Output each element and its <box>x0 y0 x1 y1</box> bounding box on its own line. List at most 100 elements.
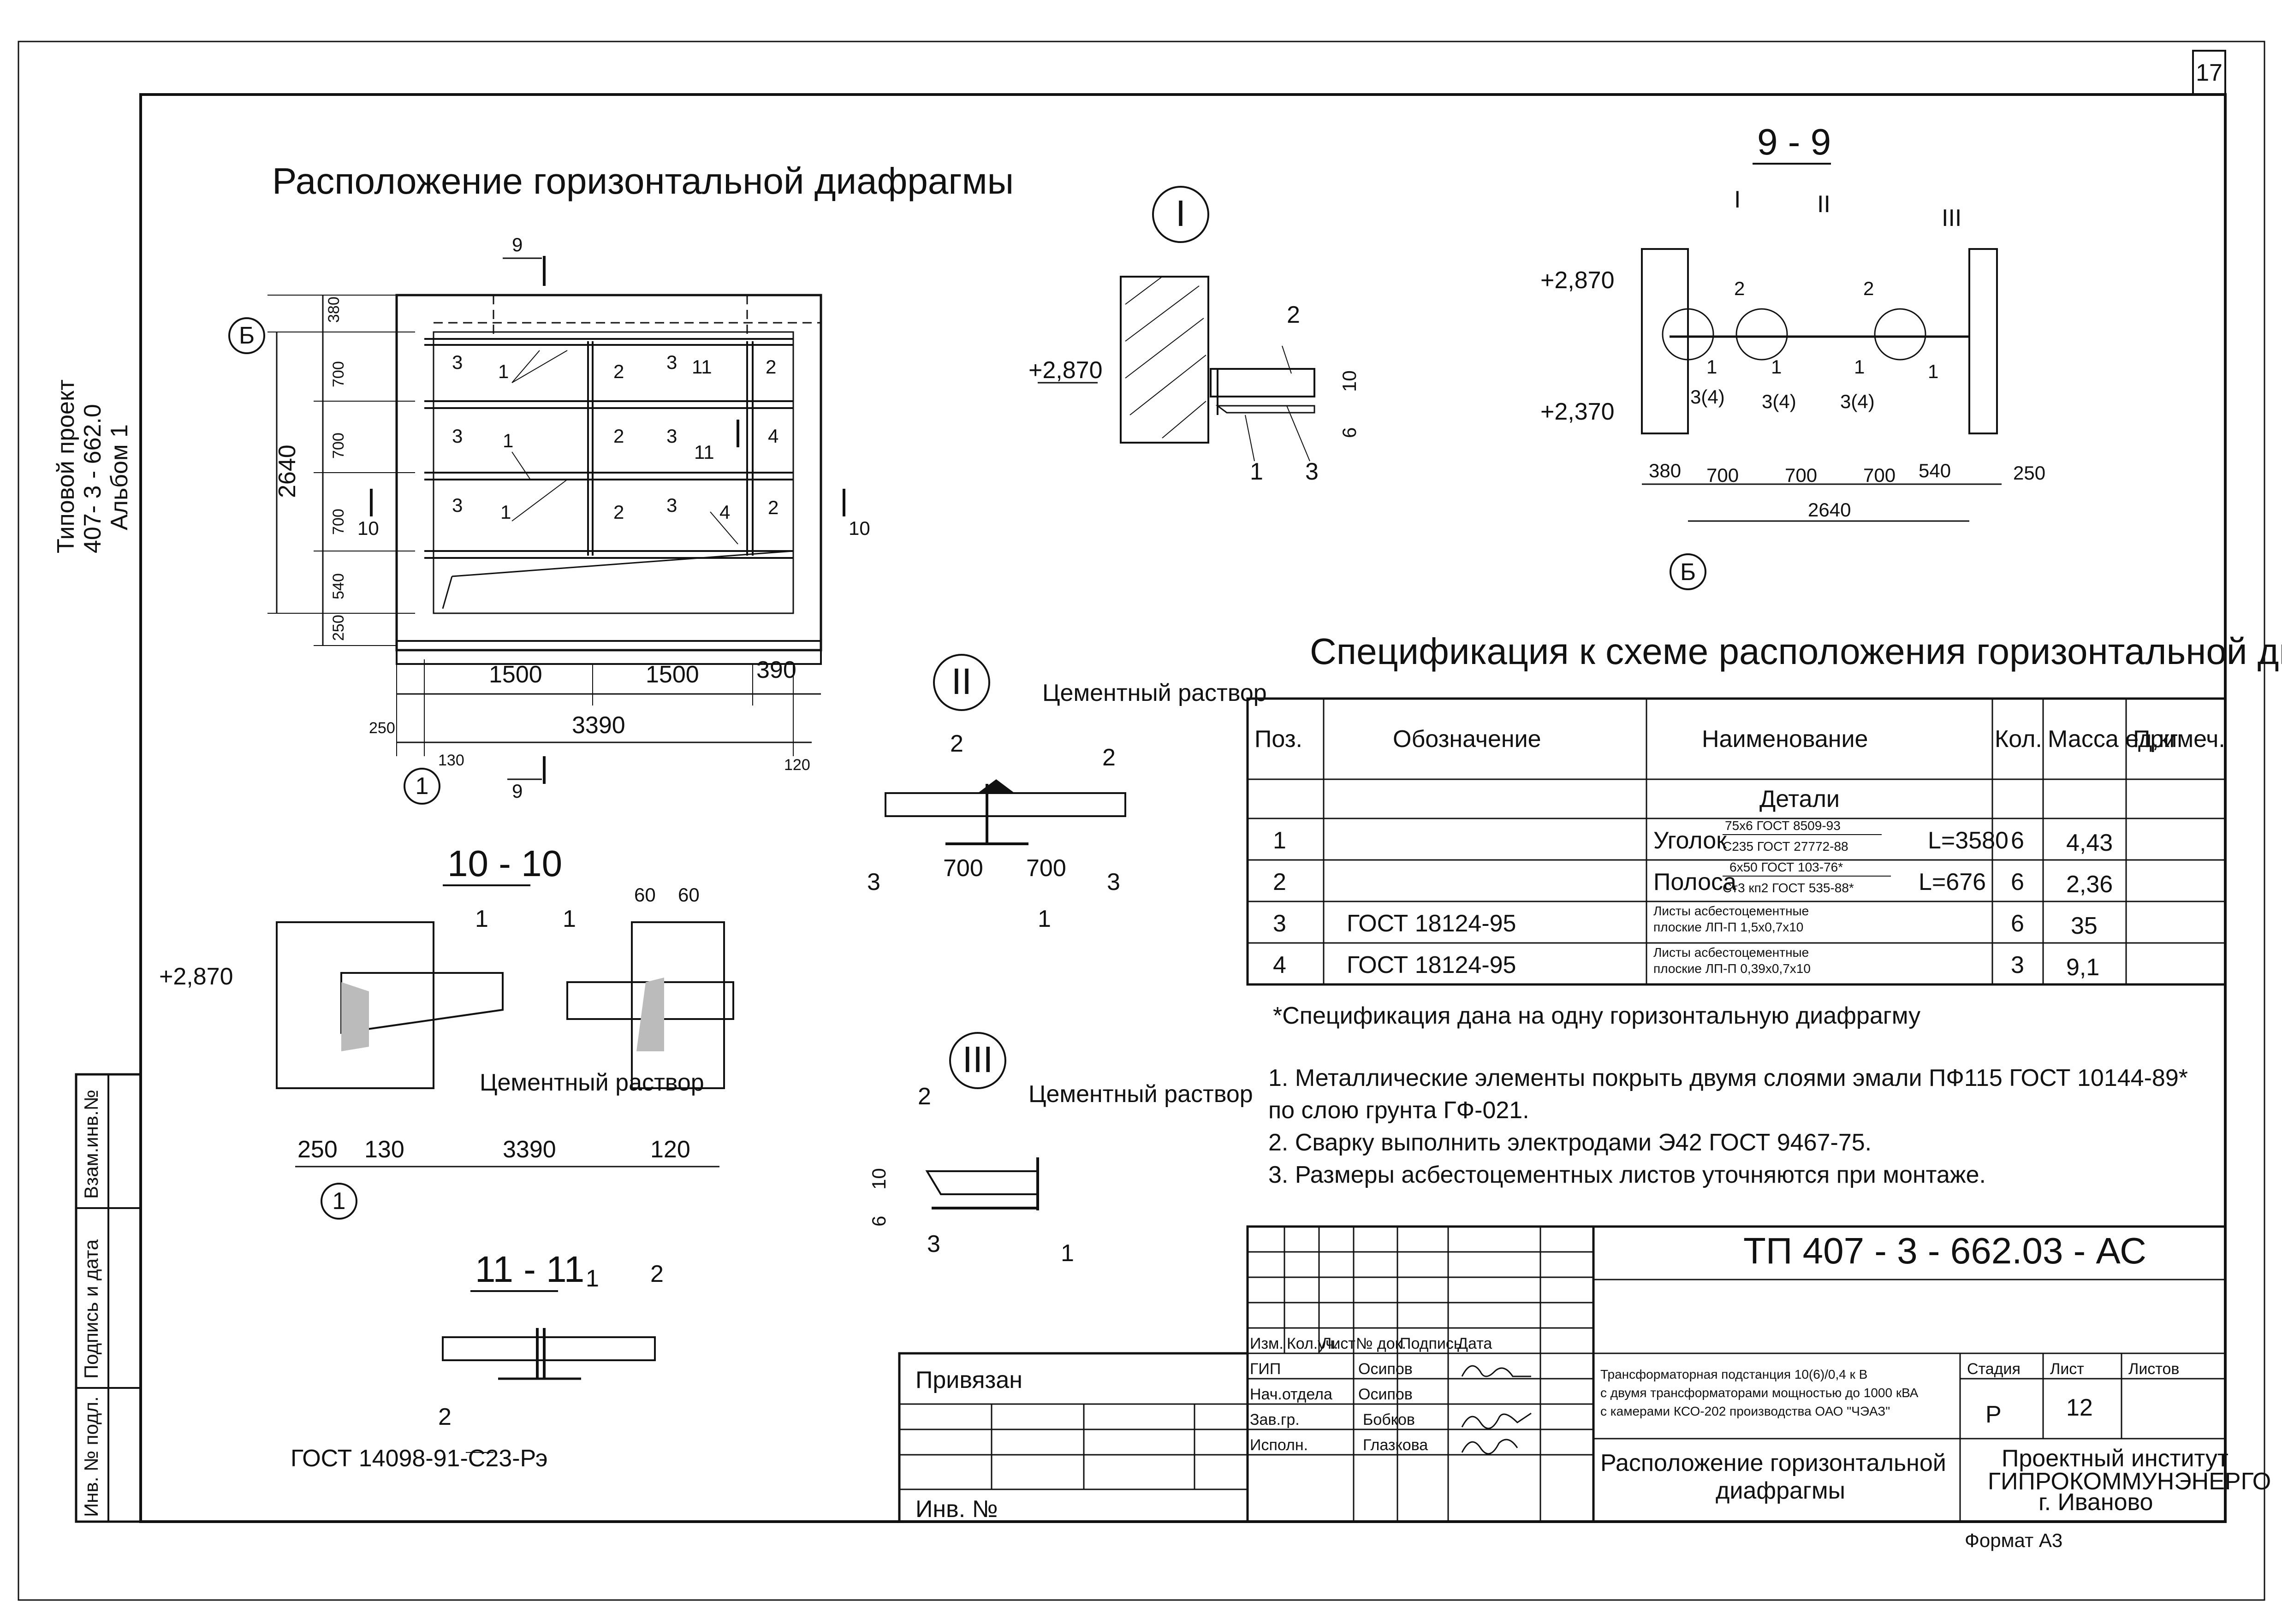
plan-pos-1c: 1 <box>500 501 511 523</box>
s99-dim-250: 250 <box>2013 462 2045 484</box>
title-block: Привязан Инв. № ТП 407 - 3 - 662.03 - АС… <box>898 1225 2271 1551</box>
page-number: 17 <box>2196 59 2223 86</box>
signatures <box>1461 1365 1532 1455</box>
tb-col-izm: Изм. <box>1250 1335 1284 1352</box>
spec-header-pos: Поз. <box>1254 726 1302 753</box>
node-I-pos-1: 1 <box>1250 458 1263 485</box>
s99-pos-1b: 1 <box>1771 356 1782 378</box>
tb-sheet: 12 <box>2066 1394 2093 1421</box>
section-10-10: 10 - 10 1 1 60 60 +2,870 Цементный раств… <box>159 843 734 1220</box>
plan-dim-390: 390 <box>756 657 796 683</box>
spec-header-mass: Масса ед,кг <box>2048 726 2178 753</box>
plan-pos-2a: 2 <box>613 361 624 382</box>
spec-row4-name1: Листы асбестоцементные <box>1653 945 1809 960</box>
s99-pos-1a: 1 <box>1706 356 1717 378</box>
plan-dim-380: 380 <box>325 296 343 323</box>
tb-col-kolych: Кол.уч. <box>1287 1335 1338 1352</box>
s1111-pos-1: 1 <box>586 1265 599 1292</box>
s99-pos-34a: 3(4) <box>1690 386 1725 408</box>
tb-col-podpis: Подпись <box>1400 1335 1462 1352</box>
node-I-level: +2,870 <box>1028 357 1103 384</box>
section-9-9-II: II <box>1817 191 1830 218</box>
s99-dim-2640: 2640 <box>1808 499 1851 521</box>
tb-drawing-name-1: Расположение горизонтальной <box>1600 1450 1946 1476</box>
spec-group-details: Детали <box>1759 786 1840 812</box>
node-III-dim-6: 6 <box>868 1216 890 1227</box>
section-9-9-III: III <box>1942 205 1961 231</box>
spec-row2-top: 6х50 ГОСТ 103-76* <box>1729 860 1843 874</box>
plan-pos-1a: 1 <box>498 361 509 382</box>
spec-row3-mass: 35 <box>2071 913 2098 939</box>
s1010-dim-120: 120 <box>650 1136 690 1163</box>
node-II-pos-3b: 3 <box>1107 869 1120 895</box>
stamp-inv: Инв. № подл. <box>80 1396 102 1517</box>
note-1b: по слою грунта ГФ-021. <box>1268 1097 1529 1124</box>
plan-title: Расположение горизонтальной диафрагмы <box>272 160 1014 202</box>
node-II-pos-3a: 3 <box>867 869 880 895</box>
tb-privyazan: Привязан <box>915 1367 1022 1393</box>
tb-sheet-h: Лист <box>2050 1360 2084 1378</box>
section-9-9-title: 9 - 9 <box>1757 121 1831 162</box>
tb-org-1: Проектный институт <box>2002 1445 2229 1472</box>
tb-name-zavgr: Бобков <box>1363 1411 1415 1428</box>
tb-object-1: Трансформаторная подстанция 10(6)/0,4 к … <box>1600 1367 1867 1381</box>
s99-pos-34c: 3(4) <box>1840 391 1875 412</box>
plan-dim-120: 120 <box>784 756 810 774</box>
s1010-dim-60a: 60 <box>634 884 656 906</box>
note-3: 3. Размеры асбестоцементных листов уточн… <box>1268 1162 1986 1188</box>
plan-pos-3b: 3 <box>666 351 677 373</box>
node-III-pos-1: 1 <box>1061 1240 1074 1267</box>
plan-pos-1b: 1 <box>503 430 513 451</box>
section-9-9-level2: +2,370 <box>1540 398 1615 425</box>
section-9-9-I: I <box>1734 186 1741 213</box>
s1010-dim-3390: 3390 <box>503 1136 556 1163</box>
plan-section-9-bottom: 9 <box>512 780 523 802</box>
spec-row1-name: Уголок <box>1653 827 1727 854</box>
section-9-9: 9 - 9 I II III +2,870 +2,370 2 2 1 1 1 1… <box>1540 121 2045 590</box>
spec-row2-pos: 2 <box>1273 869 1286 895</box>
plan-section-9-top: 9 <box>512 234 523 255</box>
specification: Спецификация к схеме расположения горизо… <box>1246 631 2282 1029</box>
spec-row2-name: Полоса <box>1653 869 1736 895</box>
s99-dim-540: 540 <box>1919 460 1951 481</box>
s1111-gost: ГОСТ 14098-91-С23-Рэ <box>291 1445 548 1472</box>
notes: 1. Металлические элементы покрыть двумя … <box>1268 1065 2188 1188</box>
s99-dim-700a: 700 <box>1706 464 1739 486</box>
node-I: I +2,870 2 1 3 10 6 <box>1028 186 1360 485</box>
tb-role-ispoln: Исполн. <box>1250 1436 1308 1454</box>
spec-row3-name1: Листы асбестоцементные <box>1653 904 1809 918</box>
s1010-mortar: Цементный раствор <box>480 1069 704 1096</box>
tb-col-ndok: № док. <box>1356 1335 1406 1352</box>
section-10-10-title: 10 - 10 <box>447 843 562 884</box>
node-III-pos-3: 3 <box>927 1231 940 1257</box>
s1010-dim-250: 250 <box>297 1136 338 1163</box>
plan-pos-4b: 4 <box>719 501 730 523</box>
plan-dim-1500a: 1500 <box>489 661 542 688</box>
tb-object-2: с двумя трансформаторами мощностью до 10… <box>1600 1386 1919 1400</box>
plan-pos-11b: 11 <box>694 441 714 463</box>
spec-row1-len: L=3580 <box>1928 827 2009 854</box>
node-II-mortar: Цементный раствор <box>1042 680 1267 706</box>
plan-pos-2b: 2 <box>766 356 776 378</box>
node-II-label: II <box>951 661 972 702</box>
s1111-pos-2a: 2 <box>650 1261 664 1287</box>
s99-pos-2a: 2 <box>1734 278 1745 299</box>
node-III: III Цементный раствор 2 3 1 10 6 <box>868 1032 1253 1267</box>
tb-org-3: г. Иваново <box>2038 1489 2153 1516</box>
spec-row1-qty: 6 <box>2011 827 2024 854</box>
plan-axis-1: 1 <box>416 773 429 800</box>
s1010-axis-1: 1 <box>333 1188 346 1215</box>
plan-dim-1500b: 1500 <box>646 661 699 688</box>
plan-pos-3c: 3 <box>452 425 463 447</box>
spec-header-designation: Обозначение <box>1393 726 1541 753</box>
tb-col-data: Дата <box>1457 1335 1492 1352</box>
spec-row4-name2: плоские ЛП-П 0,39х0,7х10 <box>1653 961 1811 976</box>
plan-dim-700a: 700 <box>330 361 347 387</box>
tb-format: Формат А3 <box>1965 1529 2062 1551</box>
tb-name-nach: Осипов <box>1358 1386 1413 1403</box>
plan-axis-b: Б <box>239 322 255 349</box>
tb-stage-h: Стадия <box>1967 1360 2021 1378</box>
plan-view: Расположение горизонтальной диафрагмы <box>228 160 1014 805</box>
spec-footnote: *Спецификация дана на одну горизонтальну… <box>1273 1002 1920 1029</box>
